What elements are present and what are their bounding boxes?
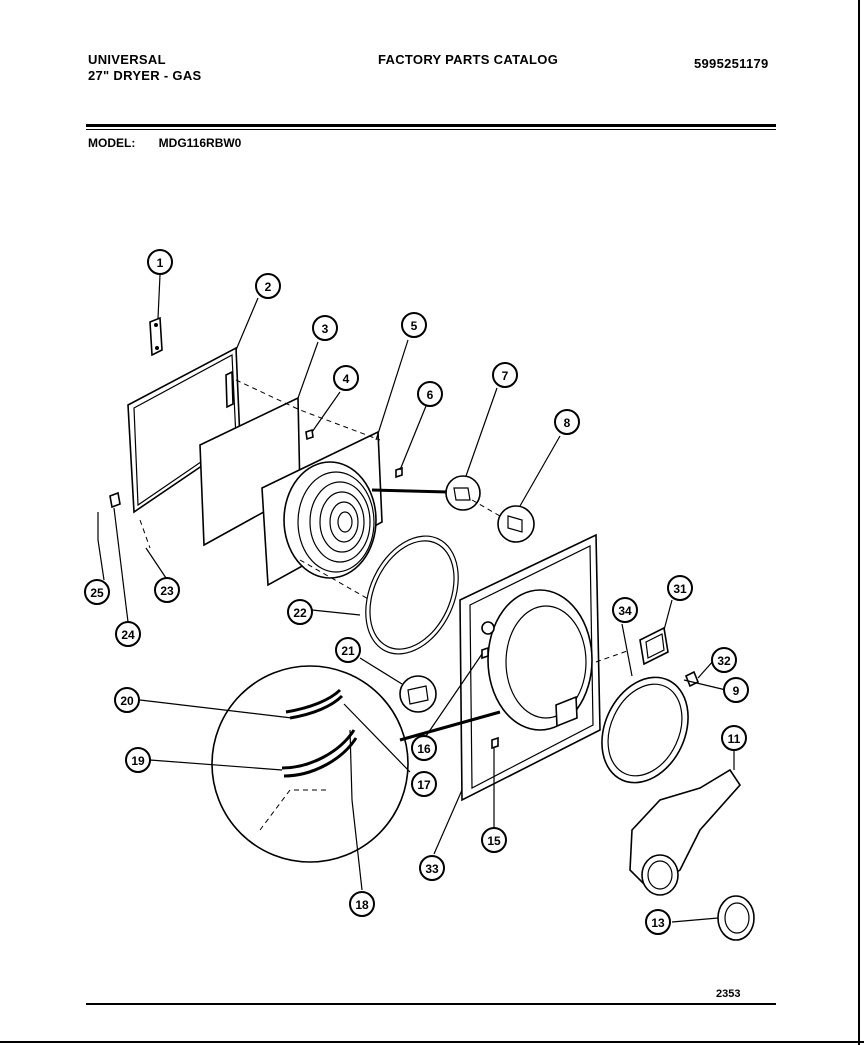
part-latch-bracket — [149, 316, 163, 357]
callout-16: 16 — [411, 735, 437, 761]
callout-25: 25 — [84, 579, 110, 605]
callout-5: 5 — [401, 312, 427, 338]
callout-label: 17 — [417, 778, 431, 792]
callout-label: 9 — [733, 684, 740, 698]
part-screw — [305, 428, 314, 441]
part-switch-detail — [399, 675, 437, 713]
alignment-line-2 — [299, 559, 371, 601]
callout-24: 24 — [115, 621, 141, 647]
page-frame-bottom — [0, 1041, 864, 1043]
callout-label: 25 — [90, 586, 104, 600]
part-gasket-detail — [211, 665, 501, 863]
callout-label: 8 — [564, 416, 571, 430]
callout-1: 1 — [147, 249, 173, 275]
header-rule-thin — [86, 129, 776, 130]
footer-rule — [86, 1003, 776, 1005]
callout-15: 15 — [481, 827, 507, 853]
callout-19: 19 — [125, 747, 151, 773]
part-strike-detail — [471, 499, 535, 543]
callout-label: 32 — [717, 654, 731, 668]
callout-label: 2 — [265, 280, 272, 294]
callout-20: 20 — [114, 687, 140, 713]
part-grommet — [717, 895, 755, 941]
alignment-line — [235, 379, 381, 441]
part-hinge-detail — [371, 475, 481, 511]
leader-lines — [97, 274, 735, 923]
callout-group: 1234567825242322212019171816153334313291… — [84, 249, 749, 935]
callout-label: 16 — [417, 742, 431, 756]
callout-label: 15 — [487, 834, 501, 848]
page-frame-right — [858, 0, 860, 1045]
callout-18: 18 — [349, 891, 375, 917]
callout-33: 33 — [419, 855, 445, 881]
part-screw-32 — [684, 670, 700, 688]
callout-label: 33 — [425, 862, 439, 876]
callout-9: 9 — [723, 677, 749, 703]
catalog-title: FACTORY PARTS CATALOG — [378, 52, 559, 67]
brand-block: UNIVERSAL 27" DRYER - GAS — [88, 52, 201, 84]
part-front-seal-inner — [607, 683, 683, 777]
callout-6: 6 — [417, 381, 443, 407]
callout-label: 19 — [131, 754, 145, 768]
callout-13: 13 — [645, 909, 671, 935]
part-screw-6 — [395, 466, 403, 479]
part-inner-door — [261, 430, 383, 587]
part-door-seal — [365, 535, 459, 655]
brand-name: UNIVERSAL — [88, 52, 166, 67]
callout-21: 21 — [335, 637, 361, 663]
callout-label: 11 — [728, 732, 741, 746]
product-name: 27" DRYER - GAS — [88, 68, 202, 83]
callout-17: 17 — [411, 771, 437, 797]
callout-2: 2 — [255, 273, 281, 299]
leader-dashed-23 — [139, 519, 151, 549]
callout-34: 34 — [612, 597, 638, 623]
leader-dashed — [595, 649, 631, 663]
part-screw-16 — [481, 646, 489, 660]
callout-8: 8 — [554, 409, 580, 435]
callout-23: 23 — [154, 577, 180, 603]
callout-label: 1 — [157, 256, 164, 270]
callout-label: 34 — [618, 604, 632, 618]
part-light-bracket — [639, 626, 669, 666]
model-row: MODEL: MDG116RBW0 — [88, 136, 241, 150]
part-clip-24 — [109, 491, 121, 509]
model-label: MODEL: — [88, 136, 136, 150]
callout-label: 24 — [121, 628, 135, 642]
callout-label: 4 — [343, 372, 350, 386]
callout-label: 31 — [673, 582, 687, 596]
callout-label: 18 — [355, 898, 369, 912]
callout-label: 20 — [120, 694, 134, 708]
callout-32: 32 — [711, 647, 737, 673]
callout-label: 13 — [651, 916, 665, 930]
catalog-number: 5995251179 — [694, 56, 769, 71]
part-door-seal-inner — [369, 540, 455, 650]
callout-label: 6 — [427, 388, 434, 402]
part-front-panel — [459, 533, 601, 802]
callout-22: 22 — [287, 599, 313, 625]
diagram-number: 2353 — [716, 988, 741, 1000]
model-number: MDG116RBW0 — [158, 136, 242, 150]
callout-3: 3 — [312, 315, 338, 341]
callout-label: 5 — [411, 319, 418, 333]
callout-label: 22 — [293, 606, 307, 620]
callout-label: 21 — [341, 644, 355, 658]
callout-7: 7 — [492, 362, 518, 388]
callout-31: 31 — [667, 575, 693, 601]
part-exhaust-duct — [629, 768, 742, 896]
part-screw-15 — [491, 736, 499, 750]
callout-4: 4 — [333, 365, 359, 391]
callout-label: 3 — [322, 322, 329, 336]
part-front-seal — [601, 676, 689, 784]
callout-label: 7 — [502, 369, 509, 383]
callout-11: 11 — [721, 725, 747, 751]
callout-label: 23 — [160, 584, 174, 598]
header-rule — [86, 124, 776, 127]
